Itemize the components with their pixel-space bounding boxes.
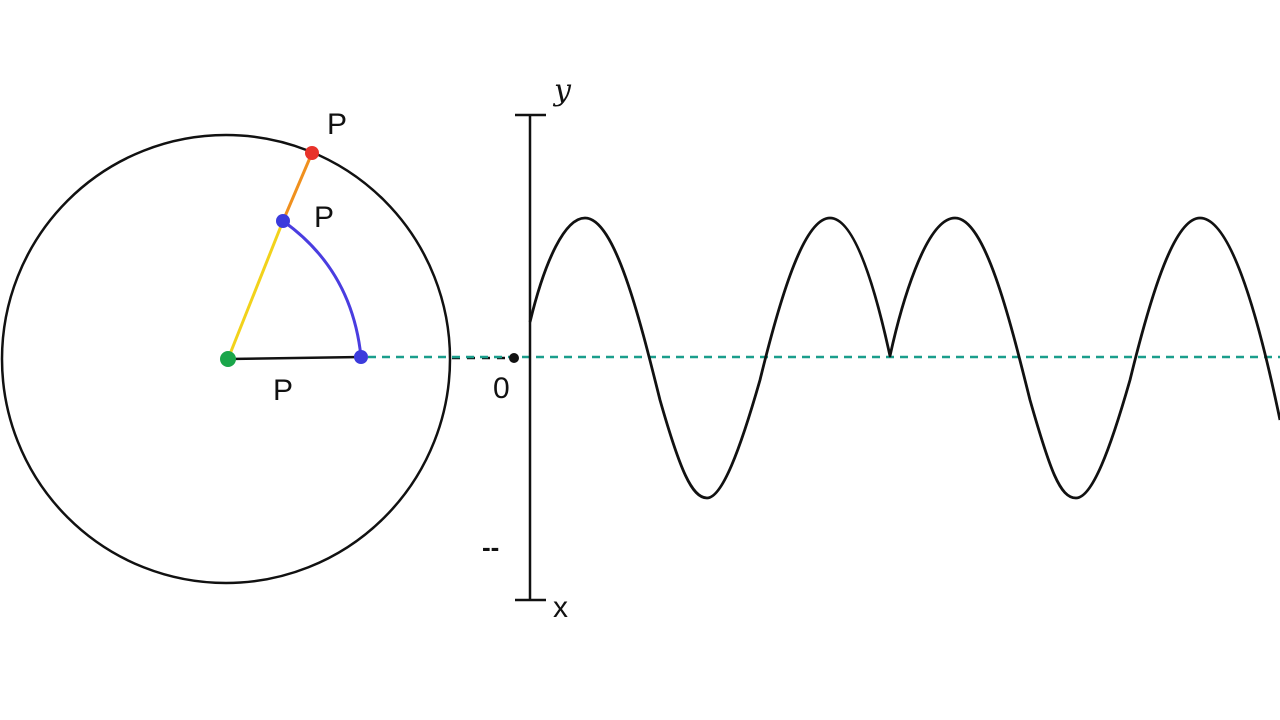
origin-point	[509, 353, 519, 363]
wave-curve	[528, 216, 1280, 500]
label-x-axis: x	[553, 591, 568, 624]
center-point	[220, 351, 236, 367]
label-inner-p: P	[314, 201, 334, 234]
orange-ray	[281, 152, 314, 222]
horizontal-radius	[227, 355, 362, 361]
outer-point-p	[305, 146, 319, 160]
label-minus-tick: --	[482, 532, 499, 562]
label-origin: 0	[493, 372, 510, 405]
label-outer-p: P	[327, 108, 347, 141]
radius-end-point	[354, 350, 368, 364]
yellow-ray	[226, 220, 285, 360]
label-y-axis: y	[552, 73, 572, 108]
angle-arc	[282, 219, 363, 358]
unit-circle	[0, 133, 452, 585]
label-radius-p: P	[273, 374, 293, 407]
inner-point-p	[276, 214, 290, 228]
